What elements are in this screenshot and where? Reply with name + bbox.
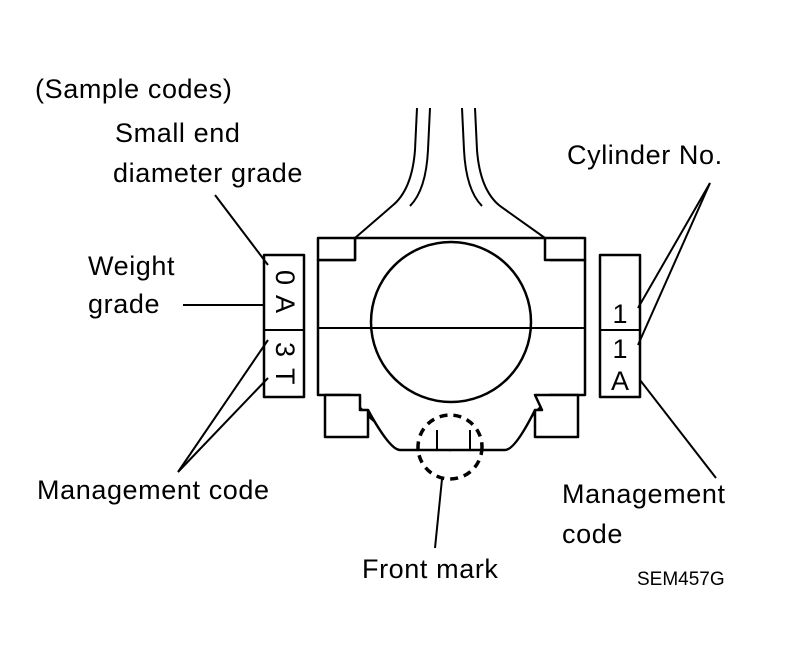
stamp-cylinder-no-1: 1 — [612, 299, 627, 329]
management-code-label-right-1: Management — [562, 479, 726, 509]
stamp-management-code-2: T — [270, 368, 300, 385]
cap-rim — [366, 409, 537, 452]
stamp-management-code-right: A — [611, 366, 629, 396]
small-end-diameter-grade-label-2: diameter grade — [113, 158, 303, 188]
small-end-diameter-grade-label-1: Small end — [115, 118, 240, 148]
front-mark-label: Front mark — [362, 554, 499, 584]
stamp-small-end-grade: 0 — [270, 270, 300, 285]
leader-management-right — [639, 379, 717, 479]
cap-shoulder-left — [316, 236, 357, 262]
figure-reference: SEM457G — [637, 569, 725, 590]
front-mark-circle — [416, 413, 484, 481]
leader-front-mark — [434, 478, 443, 549]
sample-codes-caption: (Sample codes) — [35, 74, 232, 104]
stamp-weight-grade: A — [270, 295, 300, 313]
bolt-boss-right — [533, 393, 580, 439]
stamp-cylinder-no-2: 1 — [612, 334, 627, 364]
right-code-stamp: 1 1 A — [598, 253, 642, 399]
rod-beam-left — [354, 107, 418, 239]
cap-shoulder-right — [543, 236, 587, 262]
cylinder-no-label: Cylinder No. — [567, 140, 723, 170]
weight-grade-label-2: grade — [88, 289, 160, 319]
management-code-label-right-2: code — [562, 519, 623, 549]
leader-cylinder-1 — [637, 182, 711, 309]
weight-grade-label-1: Weight — [88, 251, 175, 281]
leader-small-end — [214, 194, 269, 266]
leader-management-left-2 — [177, 377, 269, 473]
rod-beam-left-inner — [409, 107, 431, 207]
leader-cylinder-2 — [637, 182, 711, 346]
big-end-bore — [369, 240, 533, 404]
management-code-label-left: Management code — [37, 475, 270, 505]
rod-beam-right-inner — [461, 107, 483, 207]
connecting-rod — [316, 107, 587, 452]
rod-beam-right — [474, 107, 546, 239]
leader-management-left-1 — [177, 339, 269, 473]
left-code-stamp: 0 A 3 T — [262, 253, 306, 399]
stamp-management-code-1: 3 — [270, 342, 300, 357]
